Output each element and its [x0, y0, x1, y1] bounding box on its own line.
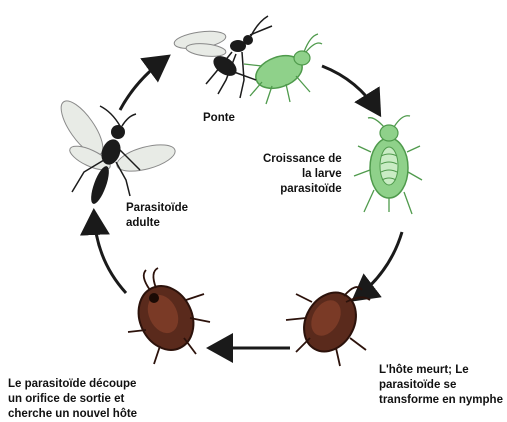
egg-laying-illustration	[173, 16, 322, 104]
stage-label-hote-meurt: L'hôte meurt; Le parasitoïde se transfor…	[379, 363, 503, 408]
stage-label-croissance: Croissance de la larve parasitoïde	[263, 152, 342, 197]
arrow-ponte-to-croissance	[322, 66, 378, 112]
stage-label-adulte: Parasitoïde adulte	[126, 201, 188, 231]
stage-label-sortie: Le parasitoïde découpe un orifice de sor…	[8, 377, 137, 422]
arrow-sortie-to-adulte	[94, 214, 126, 293]
exit-hole-icon	[149, 293, 159, 303]
stage-label-ponte: Ponte	[203, 111, 235, 126]
adult-wasp-icon	[54, 95, 178, 206]
larva-in-aphid-icon	[354, 116, 422, 214]
aphid-host-icon	[244, 34, 322, 104]
arrow-croissance-to-hote	[356, 232, 402, 298]
mummy-host-left-icon	[128, 268, 210, 364]
wasp-ovipositing-icon	[173, 16, 272, 98]
arrow-adulte-to-ponte	[120, 58, 166, 110]
